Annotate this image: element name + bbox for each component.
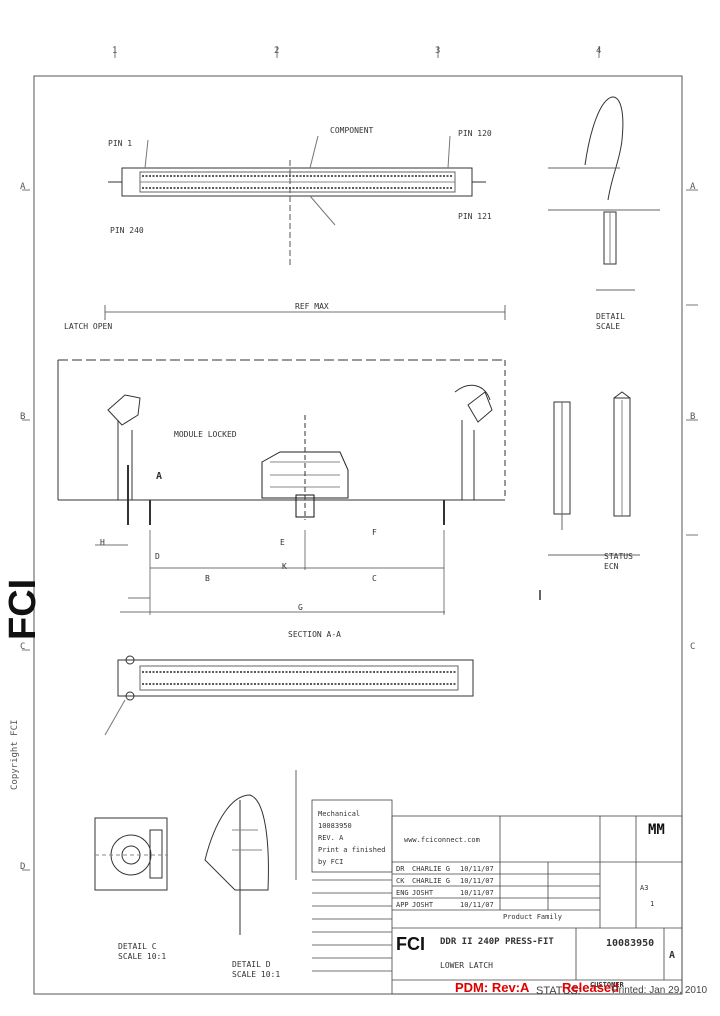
zone-label-right-a: A — [690, 182, 696, 192]
zone-label-top-1: 1 — [112, 46, 118, 56]
note-line-2: 10083950 — [318, 822, 352, 830]
status-value: Released — [562, 980, 620, 995]
zone-label-top-3: 3 — [435, 46, 441, 56]
detail-d-title: DETAIL D — [232, 960, 271, 969]
title-part-number: 10083950 — [606, 938, 655, 949]
detail-d-view — [204, 770, 297, 935]
side-view-lower — [539, 391, 640, 600]
dim-d: D — [155, 552, 160, 561]
title-size: A3 — [640, 884, 649, 892]
title-line-1: DDR II 240P PRESS-FIT — [440, 937, 554, 947]
section-marker-a: A — [156, 471, 163, 482]
pdm-revision: PDM: Rev:A — [455, 980, 530, 995]
dim-f: F — [372, 528, 377, 537]
dim-c: C — [372, 574, 377, 583]
front-view — [57, 359, 506, 525]
status-label: STATUS: — [536, 985, 581, 997]
drawn-row-3-name: JOSHT — [412, 889, 434, 897]
drawn-row-4-role: APP — [396, 901, 409, 909]
drawn-row-1-date: 10/11/07 — [460, 865, 494, 873]
title-product-family: Product Family — [503, 913, 563, 921]
label-pin-121: PIN 121 — [458, 212, 492, 221]
title-customer: CUSTOMER — [590, 981, 624, 989]
label-pin-120: PIN 120 — [458, 129, 492, 138]
label-pin-240: PIN 240 — [110, 226, 144, 235]
title-units: MM — [648, 822, 665, 838]
zone-label-side-c: C — [20, 642, 26, 652]
callout-module-locked: MODULE LOCKED — [174, 430, 237, 439]
title-revision: A — [669, 950, 676, 961]
drawn-row-4-date: 10/11/07 — [460, 901, 494, 909]
detail-c-view — [94, 817, 168, 891]
note-line-5: by FCI — [318, 858, 344, 866]
side-view-upper — [548, 96, 660, 291]
zone-label-side-a: A — [20, 182, 26, 192]
side-copyright: Copyright FCI — [10, 719, 20, 790]
zone-label-top-4: 4 — [596, 46, 602, 56]
section-label-a-a: SECTION A-A — [288, 630, 341, 639]
detail-c-scale: SCALE 10:1 — [118, 952, 167, 961]
dim-g: G — [298, 603, 303, 612]
side-ecn-label: ECN — [604, 562, 619, 571]
label-component: COMPONENT — [330, 126, 374, 135]
zone-label-side-b: B — [20, 412, 26, 422]
pin-row-bottom — [142, 671, 456, 685]
title-block-frame — [311, 799, 683, 995]
title-website: www.fciconnect.com — [404, 836, 480, 844]
printed-date: Printed: Jan 29, 2010 — [612, 985, 708, 996]
zone-label-right-b: B — [690, 412, 696, 422]
side-detail-label: DETAIL — [596, 312, 625, 321]
side-logo: FCI — [2, 578, 44, 640]
zone-label-top-2: 2 — [274, 46, 280, 56]
title-logo: FCI — [396, 934, 425, 954]
dim-e: E — [280, 538, 285, 547]
side-scale-label: SCALE — [596, 322, 621, 331]
label-pin-1: PIN 1 — [108, 139, 133, 148]
dim-h: H — [100, 538, 105, 547]
callout-latch-open: LATCH OPEN — [64, 322, 113, 331]
note-line-4: Print a finished — [318, 846, 386, 854]
dim-ref-max: REF MAX — [295, 302, 329, 311]
pin-row-top — [142, 175, 452, 189]
note-line-1: Mechanical — [318, 810, 361, 818]
dim-b: B — [205, 574, 210, 583]
top-view-connector — [108, 135, 486, 265]
detail-c-title: DETAIL C — [118, 942, 157, 951]
drawn-row-4-name: JOSHT — [412, 901, 434, 909]
drawn-row-3-role: ENG — [396, 889, 409, 897]
dim-k: K — [282, 562, 287, 571]
drawn-row-2-role: CK — [396, 877, 405, 885]
drawn-row-1-role: DR — [396, 865, 405, 873]
zone-label-right-c: C — [690, 642, 696, 652]
bottom-view-connector — [104, 655, 474, 736]
title-sheet: 1 — [650, 900, 655, 908]
zone-label-side-d: D — [20, 862, 26, 872]
drawn-row-2-date: 10/11/07 — [460, 877, 494, 885]
note-line-3: REV. A — [318, 834, 344, 842]
detail-d-scale: SCALE 10:1 — [232, 970, 281, 979]
drawn-row-1-name: CHARLIE G — [412, 865, 450, 873]
title-line-2: LOWER LATCH — [440, 961, 493, 970]
drawn-row-3-date: 10/11/07 — [460, 889, 494, 897]
side-status-label: STATUS — [604, 552, 633, 561]
drawn-row-2-name: CHARLIE G — [412, 877, 450, 885]
